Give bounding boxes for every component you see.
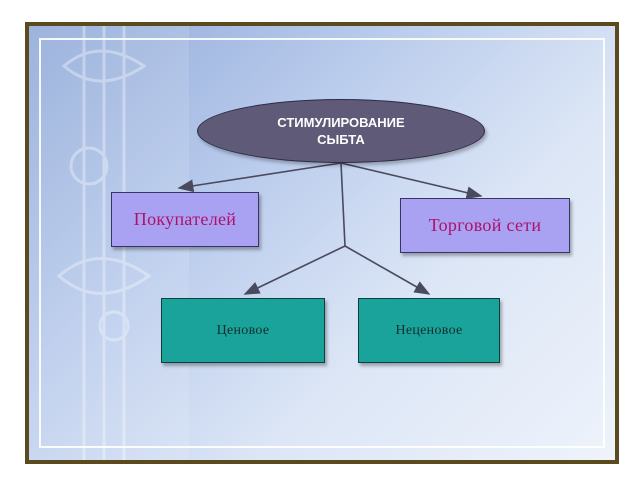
price-node: Ценовое (161, 298, 325, 363)
buyers-node: Покупателей (111, 192, 259, 247)
nonprice-node: Неценовое (358, 298, 500, 363)
nonprice-label: Неценовое (395, 322, 463, 338)
trade-network-node: Торговой сети (400, 198, 570, 253)
root-node: СТИМУЛИРОВАНИЕ СЫБТА (197, 99, 485, 163)
root-label: СТИМУЛИРОВАНИЕ СЫБТА (277, 115, 405, 147)
trade-network-label: Торговой сети (428, 215, 542, 235)
buyers-label: Покупателей (133, 209, 237, 229)
price-label: Ценовое (216, 322, 270, 338)
slide-frame: СТИМУЛИРОВАНИЕ СЫБТА Покупателей Торгово… (25, 22, 619, 464)
